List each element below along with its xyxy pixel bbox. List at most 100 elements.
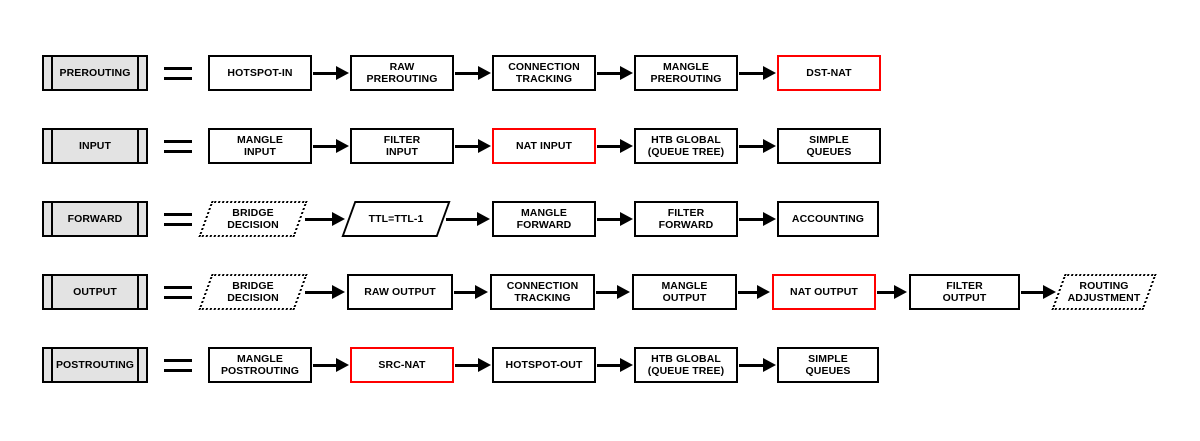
node-dst-nat: DST-NAT bbox=[777, 55, 881, 91]
equals-bar bbox=[164, 369, 192, 372]
node-label: TTL=TTL-1 bbox=[368, 212, 424, 225]
node-mangle-input: MANGLE INPUT bbox=[208, 128, 312, 164]
equals-bar bbox=[164, 213, 192, 216]
node-raw-output: RAW OUTPUT bbox=[347, 274, 453, 310]
arrow-icon bbox=[1021, 285, 1056, 299]
node-label: RAW OUTPUT bbox=[364, 285, 436, 298]
arrow-icon bbox=[739, 212, 776, 226]
node-mangle-output: MANGLE OUTPUT bbox=[632, 274, 737, 310]
arrow-icon bbox=[739, 66, 776, 80]
node-label: MANGLE INPUT bbox=[236, 133, 284, 159]
node-simple-queues-input: SIMPLE QUEUES bbox=[777, 128, 881, 164]
node-label: HOTSPOT-IN bbox=[227, 66, 293, 79]
node-label: CONNECTION TRACKING bbox=[506, 279, 579, 305]
arrow-icon bbox=[455, 66, 491, 80]
arrow-icon bbox=[597, 212, 633, 226]
chain-label-text: OUTPUT bbox=[73, 285, 117, 298]
node-label: FILTER INPUT bbox=[383, 133, 421, 159]
equals-icon bbox=[164, 347, 192, 383]
arrow-icon bbox=[305, 285, 345, 299]
node-filter-input: FILTER INPUT bbox=[350, 128, 454, 164]
chain-label-text: POSTROUTING bbox=[55, 358, 135, 371]
node-htb-global-postrouting: HTB GLOBAL (QUEUE TREE) bbox=[634, 347, 738, 383]
chain-label-text: INPUT bbox=[79, 139, 111, 152]
chain-label-input: INPUT bbox=[42, 128, 148, 164]
arrow-icon bbox=[597, 66, 633, 80]
node-label: SIMPLE QUEUES bbox=[806, 133, 852, 159]
node-label: HOTSPOT-OUT bbox=[505, 358, 583, 371]
equals-icon bbox=[164, 128, 192, 164]
node-label: FILTER FORWARD bbox=[658, 206, 714, 232]
equals-bar bbox=[164, 150, 192, 153]
chain-label-text: FORWARD bbox=[67, 212, 123, 225]
node-routing-adjustment: ROUTING ADJUSTMENT bbox=[1051, 274, 1157, 310]
arrow-icon bbox=[739, 358, 776, 372]
node-mangle-postrouting: MANGLE POSTROUTING bbox=[208, 347, 312, 383]
equals-icon bbox=[164, 274, 192, 310]
node-connection-tracking-output: CONNECTION TRACKING bbox=[490, 274, 595, 310]
arrow-icon bbox=[597, 139, 633, 153]
node-label: SIMPLE QUEUES bbox=[805, 352, 851, 378]
arrow-icon bbox=[739, 139, 776, 153]
arrow-icon bbox=[455, 139, 491, 153]
node-nat-output: NAT OUTPUT bbox=[772, 274, 876, 310]
node-label: FILTER OUTPUT bbox=[942, 279, 987, 305]
node-mangle-prerouting: MANGLE PREROUTING bbox=[634, 55, 738, 91]
equals-bar bbox=[164, 296, 192, 299]
arrow-icon bbox=[877, 285, 907, 299]
node-label: DST-NAT bbox=[806, 66, 852, 79]
equals-bar bbox=[164, 67, 192, 70]
node-label: ACCOUNTING bbox=[791, 212, 865, 225]
node-label: CONNECTION TRACKING bbox=[508, 60, 580, 86]
arrow-icon bbox=[597, 358, 633, 372]
arrow-icon bbox=[313, 139, 349, 153]
node-label: NAT OUTPUT bbox=[790, 285, 858, 298]
node-label: BRIDGE DECISION bbox=[227, 206, 279, 232]
node-accounting: ACCOUNTING bbox=[777, 201, 879, 237]
node-label: RAW PREROUTING bbox=[366, 60, 438, 86]
node-htb-global-input: HTB GLOBAL (QUEUE TREE) bbox=[634, 128, 738, 164]
equals-bar bbox=[164, 286, 192, 289]
equals-bar bbox=[164, 140, 192, 143]
arrow-icon bbox=[313, 358, 349, 372]
node-label: MANGLE PREROUTING bbox=[650, 60, 722, 86]
equals-bar bbox=[164, 77, 192, 80]
node-label: HTB GLOBAL (QUEUE TREE) bbox=[647, 352, 725, 378]
node-filter-forward: FILTER FORWARD bbox=[634, 201, 738, 237]
node-label: NAT INPUT bbox=[515, 139, 573, 152]
node-bridge-decision-output: BRIDGE DECISION bbox=[198, 274, 308, 310]
node-label: ROUTING ADJUSTMENT bbox=[1067, 279, 1141, 305]
chain-label-forward: FORWARD bbox=[42, 201, 148, 237]
node-raw-prerouting: RAW PREROUTING bbox=[350, 55, 454, 91]
arrow-icon bbox=[305, 212, 345, 226]
arrow-icon bbox=[313, 66, 349, 80]
node-hotspot-out: HOTSPOT-OUT bbox=[492, 347, 596, 383]
chain-label-prerouting: PREROUTING bbox=[42, 55, 148, 91]
arrow-icon bbox=[454, 285, 488, 299]
arrow-icon bbox=[738, 285, 770, 299]
node-src-nat: SRC-NAT bbox=[350, 347, 454, 383]
arrow-icon bbox=[446, 212, 490, 226]
node-label: HTB GLOBAL (QUEUE TREE) bbox=[647, 133, 725, 159]
chain-label-output: OUTPUT bbox=[42, 274, 148, 310]
node-label: MANGLE POSTROUTING bbox=[220, 352, 300, 378]
node-connection-tracking-prerouting: CONNECTION TRACKING bbox=[492, 55, 596, 91]
node-label: MANGLE OUTPUT bbox=[661, 279, 708, 305]
equals-bar bbox=[164, 223, 192, 226]
node-mangle-forward: MANGLE FORWARD bbox=[492, 201, 596, 237]
node-nat-input: NAT INPUT bbox=[492, 128, 596, 164]
node-simple-queues-postrouting: SIMPLE QUEUES bbox=[777, 347, 879, 383]
arrow-icon bbox=[596, 285, 630, 299]
chain-label-postrouting: POSTROUTING bbox=[42, 347, 148, 383]
node-filter-output: FILTER OUTPUT bbox=[909, 274, 1020, 310]
equals-bar bbox=[164, 359, 192, 362]
node-hotspot-in: HOTSPOT-IN bbox=[208, 55, 312, 91]
chain-label-text: PREROUTING bbox=[59, 66, 131, 79]
node-ttl-decrement: TTL=TTL-1 bbox=[341, 201, 451, 237]
arrow-icon bbox=[455, 358, 491, 372]
node-label: SRC-NAT bbox=[378, 358, 426, 371]
equals-icon bbox=[164, 55, 192, 91]
node-label: BRIDGE DECISION bbox=[227, 279, 279, 305]
node-label: MANGLE FORWARD bbox=[516, 206, 572, 232]
